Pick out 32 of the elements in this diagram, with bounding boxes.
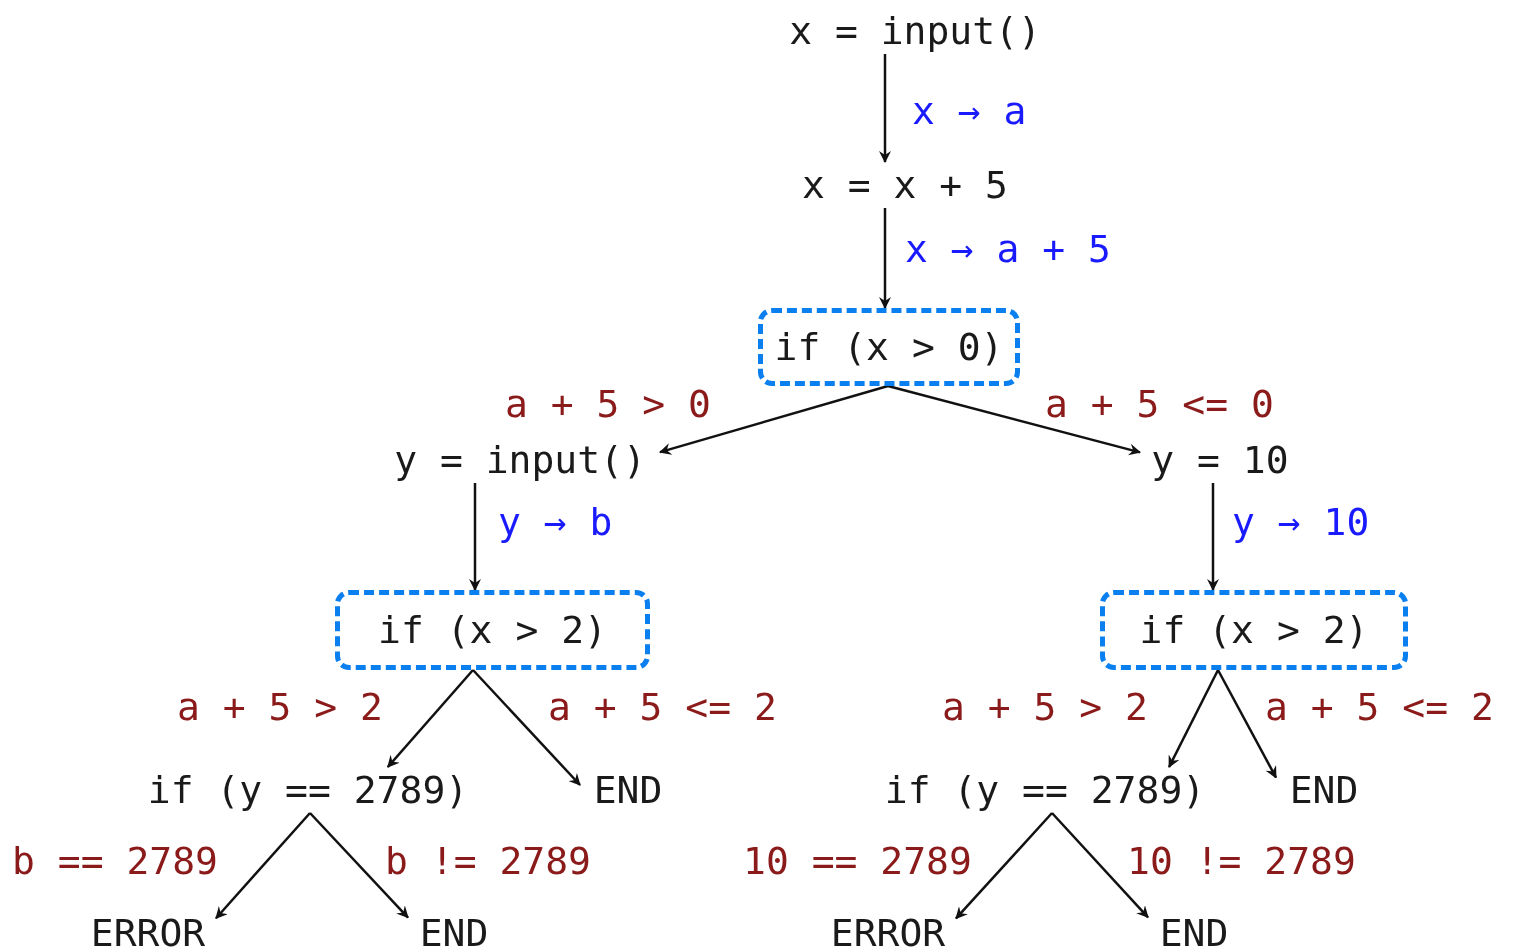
code-statement: END — [1276, 767, 1372, 813]
arrow — [887, 384, 1141, 456]
condition-box — [758, 308, 1020, 386]
code-statement: END — [408, 914, 500, 952]
arrow — [955, 812, 1053, 920]
code-statement: x = x + 5 — [780, 162, 1030, 208]
code-statement: x = input() — [770, 8, 1060, 54]
arrow — [472, 669, 581, 786]
arrow — [309, 812, 409, 919]
code-statement: ERROR — [80, 914, 216, 952]
condition-text: if (x > 2) — [1139, 611, 1369, 649]
code-statement: if (y == 2789) — [128, 767, 488, 813]
arrow — [1216, 669, 1278, 779]
arrow — [879, 54, 891, 163]
code-statement: if (y == 2789) — [866, 767, 1224, 813]
arrow — [879, 208, 891, 309]
code-statement: END — [580, 767, 676, 813]
code-statement: y = 10 — [1140, 437, 1300, 483]
condition-text: if (x > 2) — [378, 611, 607, 649]
condition-box — [1100, 590, 1408, 670]
arrow — [659, 384, 889, 455]
condition-text: if (x > 0) — [774, 328, 1004, 366]
arrow — [386, 669, 474, 768]
code-statement: y = input() — [380, 437, 660, 483]
arrow — [1167, 669, 1220, 768]
arrow — [1051, 812, 1149, 919]
arrow — [1207, 483, 1219, 591]
code-statement: END — [1148, 914, 1240, 952]
arrow — [215, 812, 311, 920]
condition-box — [335, 590, 650, 670]
code-statement: ERROR — [820, 914, 956, 952]
arrow — [469, 483, 481, 591]
